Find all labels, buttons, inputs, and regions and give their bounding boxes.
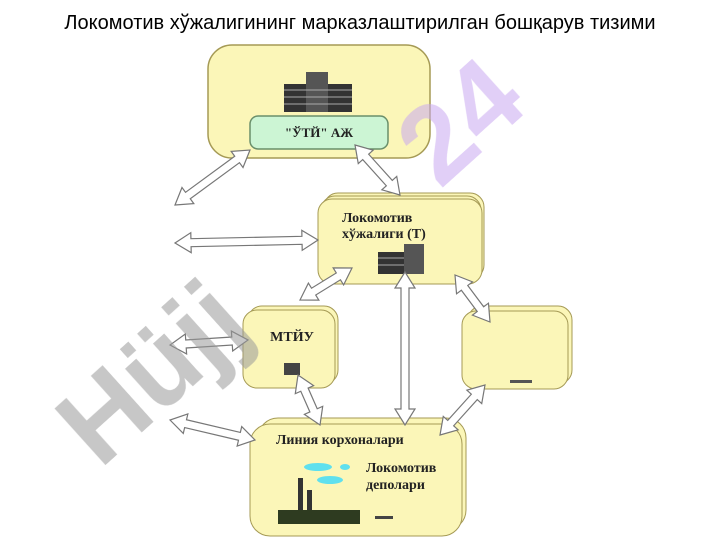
building-icon <box>378 244 424 274</box>
svg-text:Hüjj: Hüjj <box>34 257 271 487</box>
double-arrow <box>454 274 491 323</box>
slide-title: Локомотив хўжалигининг марказлаштирилган… <box>64 12 656 34</box>
double-arrow <box>299 267 353 301</box>
double-arrow <box>168 413 257 447</box>
lok-label-1: Локомотив <box>342 211 413 226</box>
mtiy-box <box>242 309 336 389</box>
double-arrow <box>393 270 417 427</box>
right-box <box>461 310 569 390</box>
uti-label: "ЎТЙ" АЖ <box>285 125 353 140</box>
double-arrow <box>354 144 401 196</box>
depo-label-2: деполари <box>366 478 425 493</box>
double-arrow <box>173 229 320 254</box>
mtiy-label: МТЙУ <box>270 328 314 345</box>
double-arrow <box>439 384 486 436</box>
building-icon <box>284 363 300 375</box>
double-arrow <box>294 373 324 427</box>
lok-label-2: хўжалиги (Т) <box>342 227 426 242</box>
double-arrow <box>174 149 251 206</box>
factory-icon <box>278 463 393 524</box>
depo-label-1: Локомотив <box>366 461 437 476</box>
linia-label: Линия корхоналари <box>276 433 404 448</box>
double-arrow <box>168 330 250 355</box>
building-icon <box>284 72 352 112</box>
uti-box <box>249 115 389 150</box>
